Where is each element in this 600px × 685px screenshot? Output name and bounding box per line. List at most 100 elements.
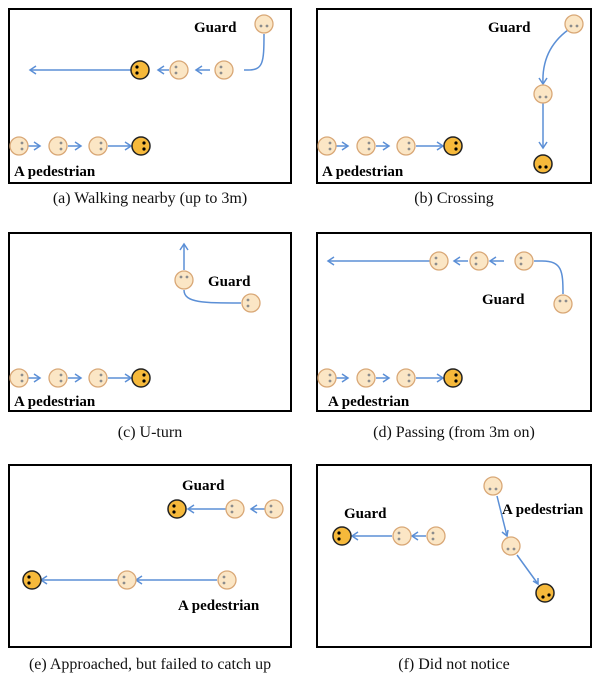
pedestrian-ghost (117, 570, 137, 590)
caption-c: (c) U-turn (117, 424, 183, 441)
arrowhead-icon (410, 531, 419, 541)
arrowhead-icon (538, 141, 548, 150)
arrowhead-icon (436, 141, 445, 151)
arrowhead-icon (350, 531, 359, 541)
panel-f: Guard A pedestrian (316, 464, 592, 648)
panel-f-frame (316, 464, 592, 648)
guard-ghost (214, 60, 234, 80)
guard-ghost (174, 270, 194, 290)
pedestrian-path (516, 554, 539, 585)
arrowhead-icon (124, 373, 133, 383)
arrowhead-icon (326, 256, 335, 266)
caption-d: (d) Passing (from 3m on) (373, 424, 535, 441)
guard-current (332, 526, 352, 546)
arrowhead-icon (194, 65, 203, 75)
pedestrian-current (535, 583, 555, 603)
guard-ghost (264, 499, 284, 519)
guard-ghost (514, 251, 534, 271)
pedestrian-current (131, 368, 151, 388)
panel-e: Guard A pedestrian (8, 464, 292, 648)
arrowhead-icon (28, 65, 37, 75)
panel-d: Guard A pedestrian (316, 232, 592, 412)
pedestrian-path (496, 495, 508, 537)
caption-a: (a) Walking nearby (up to 3m) (52, 190, 248, 207)
guard-ghost (241, 293, 261, 313)
panel-e-frame (8, 464, 292, 648)
arrowhead-icon (33, 373, 42, 383)
pedestrian-ghost (356, 368, 376, 388)
guard-path (244, 33, 265, 71)
panel-b: Guard A pedestrian (316, 8, 592, 184)
arrowhead-icon (452, 256, 461, 266)
arrowhead-icon (382, 373, 391, 383)
arrowhead-icon (74, 141, 83, 151)
pedestrian-current (131, 136, 151, 156)
arrowhead-icon (186, 504, 195, 514)
caption-f: (f) Did not notice (398, 656, 510, 673)
guard-label: Guard (182, 478, 225, 494)
arrowhead-icon (156, 65, 165, 75)
arrowhead-icon (436, 373, 445, 383)
guard-ghost (169, 60, 189, 80)
arrowhead-icon (33, 141, 42, 151)
pedestrian-current (443, 136, 463, 156)
guard-label: Guard (344, 506, 387, 522)
guard-ghost (564, 14, 584, 34)
arrowhead-icon (538, 77, 548, 86)
pedestrian-ghost (48, 368, 68, 388)
arrowhead-icon (341, 141, 350, 151)
pedestrian-ghost (88, 368, 108, 388)
guard-ghost (533, 84, 553, 104)
arrowhead-icon (532, 578, 539, 586)
pedestrian-label: A pedestrian (14, 164, 96, 180)
pedestrian-label: A pedestrian (178, 598, 260, 614)
guard-ghost (225, 499, 245, 519)
guard-path (542, 29, 569, 85)
guard-label: Guard (482, 292, 525, 308)
pedestrian-ghost (88, 136, 108, 156)
guard-label: Guard (488, 20, 531, 36)
guard-label: Guard (194, 20, 237, 36)
guard-ghost (392, 526, 412, 546)
guard-ghost (469, 251, 489, 271)
arrowhead-icon (501, 529, 509, 538)
pedestrian-ghost (9, 368, 29, 388)
guard-path (534, 260, 564, 295)
arrowhead-icon (382, 141, 391, 151)
arrowhead-icon (488, 256, 497, 266)
pedestrian-ghost (317, 368, 337, 388)
guard-ghost (426, 526, 446, 546)
pedestrian-ghost (48, 136, 68, 156)
pedestrian-ghost (317, 136, 337, 156)
pedestrian-ghost (483, 476, 503, 496)
pedestrian-label: A pedestrian (322, 164, 404, 180)
pedestrian-current (22, 570, 42, 590)
arrowhead-icon (249, 504, 258, 514)
guard-ghost (254, 14, 274, 34)
guard-ghost (553, 294, 573, 314)
pedestrian-ghost (356, 136, 376, 156)
guard-label: Guard (208, 274, 251, 290)
panel-a: Guard A pedestrian (8, 8, 292, 184)
guard-current (167, 499, 187, 519)
pedestrian-ghost (9, 136, 29, 156)
guard-current (533, 154, 553, 174)
pedestrian-label: A pedestrian (502, 502, 584, 518)
panel-a-frame (8, 8, 292, 184)
pedestrian-label: A pedestrian (328, 394, 410, 410)
arrowhead-icon (341, 373, 350, 383)
pedestrian-label: A pedestrian (14, 394, 96, 410)
arrowhead-icon (179, 242, 189, 251)
panel-c: Guard A pedestrian (8, 232, 292, 412)
arrowhead-icon (124, 141, 133, 151)
pedestrian-ghost (396, 368, 416, 388)
pedestrian-ghost (501, 536, 521, 556)
guard-ghost (429, 251, 449, 271)
pedestrian-ghost (217, 570, 237, 590)
guard-current (130, 60, 150, 80)
guard-path (183, 289, 242, 304)
caption-e: (e) Approached, but failed to catch up (28, 656, 272, 673)
arrowhead-icon (74, 373, 83, 383)
caption-b: (b) Crossing (414, 190, 494, 207)
pedestrian-ghost (396, 136, 416, 156)
